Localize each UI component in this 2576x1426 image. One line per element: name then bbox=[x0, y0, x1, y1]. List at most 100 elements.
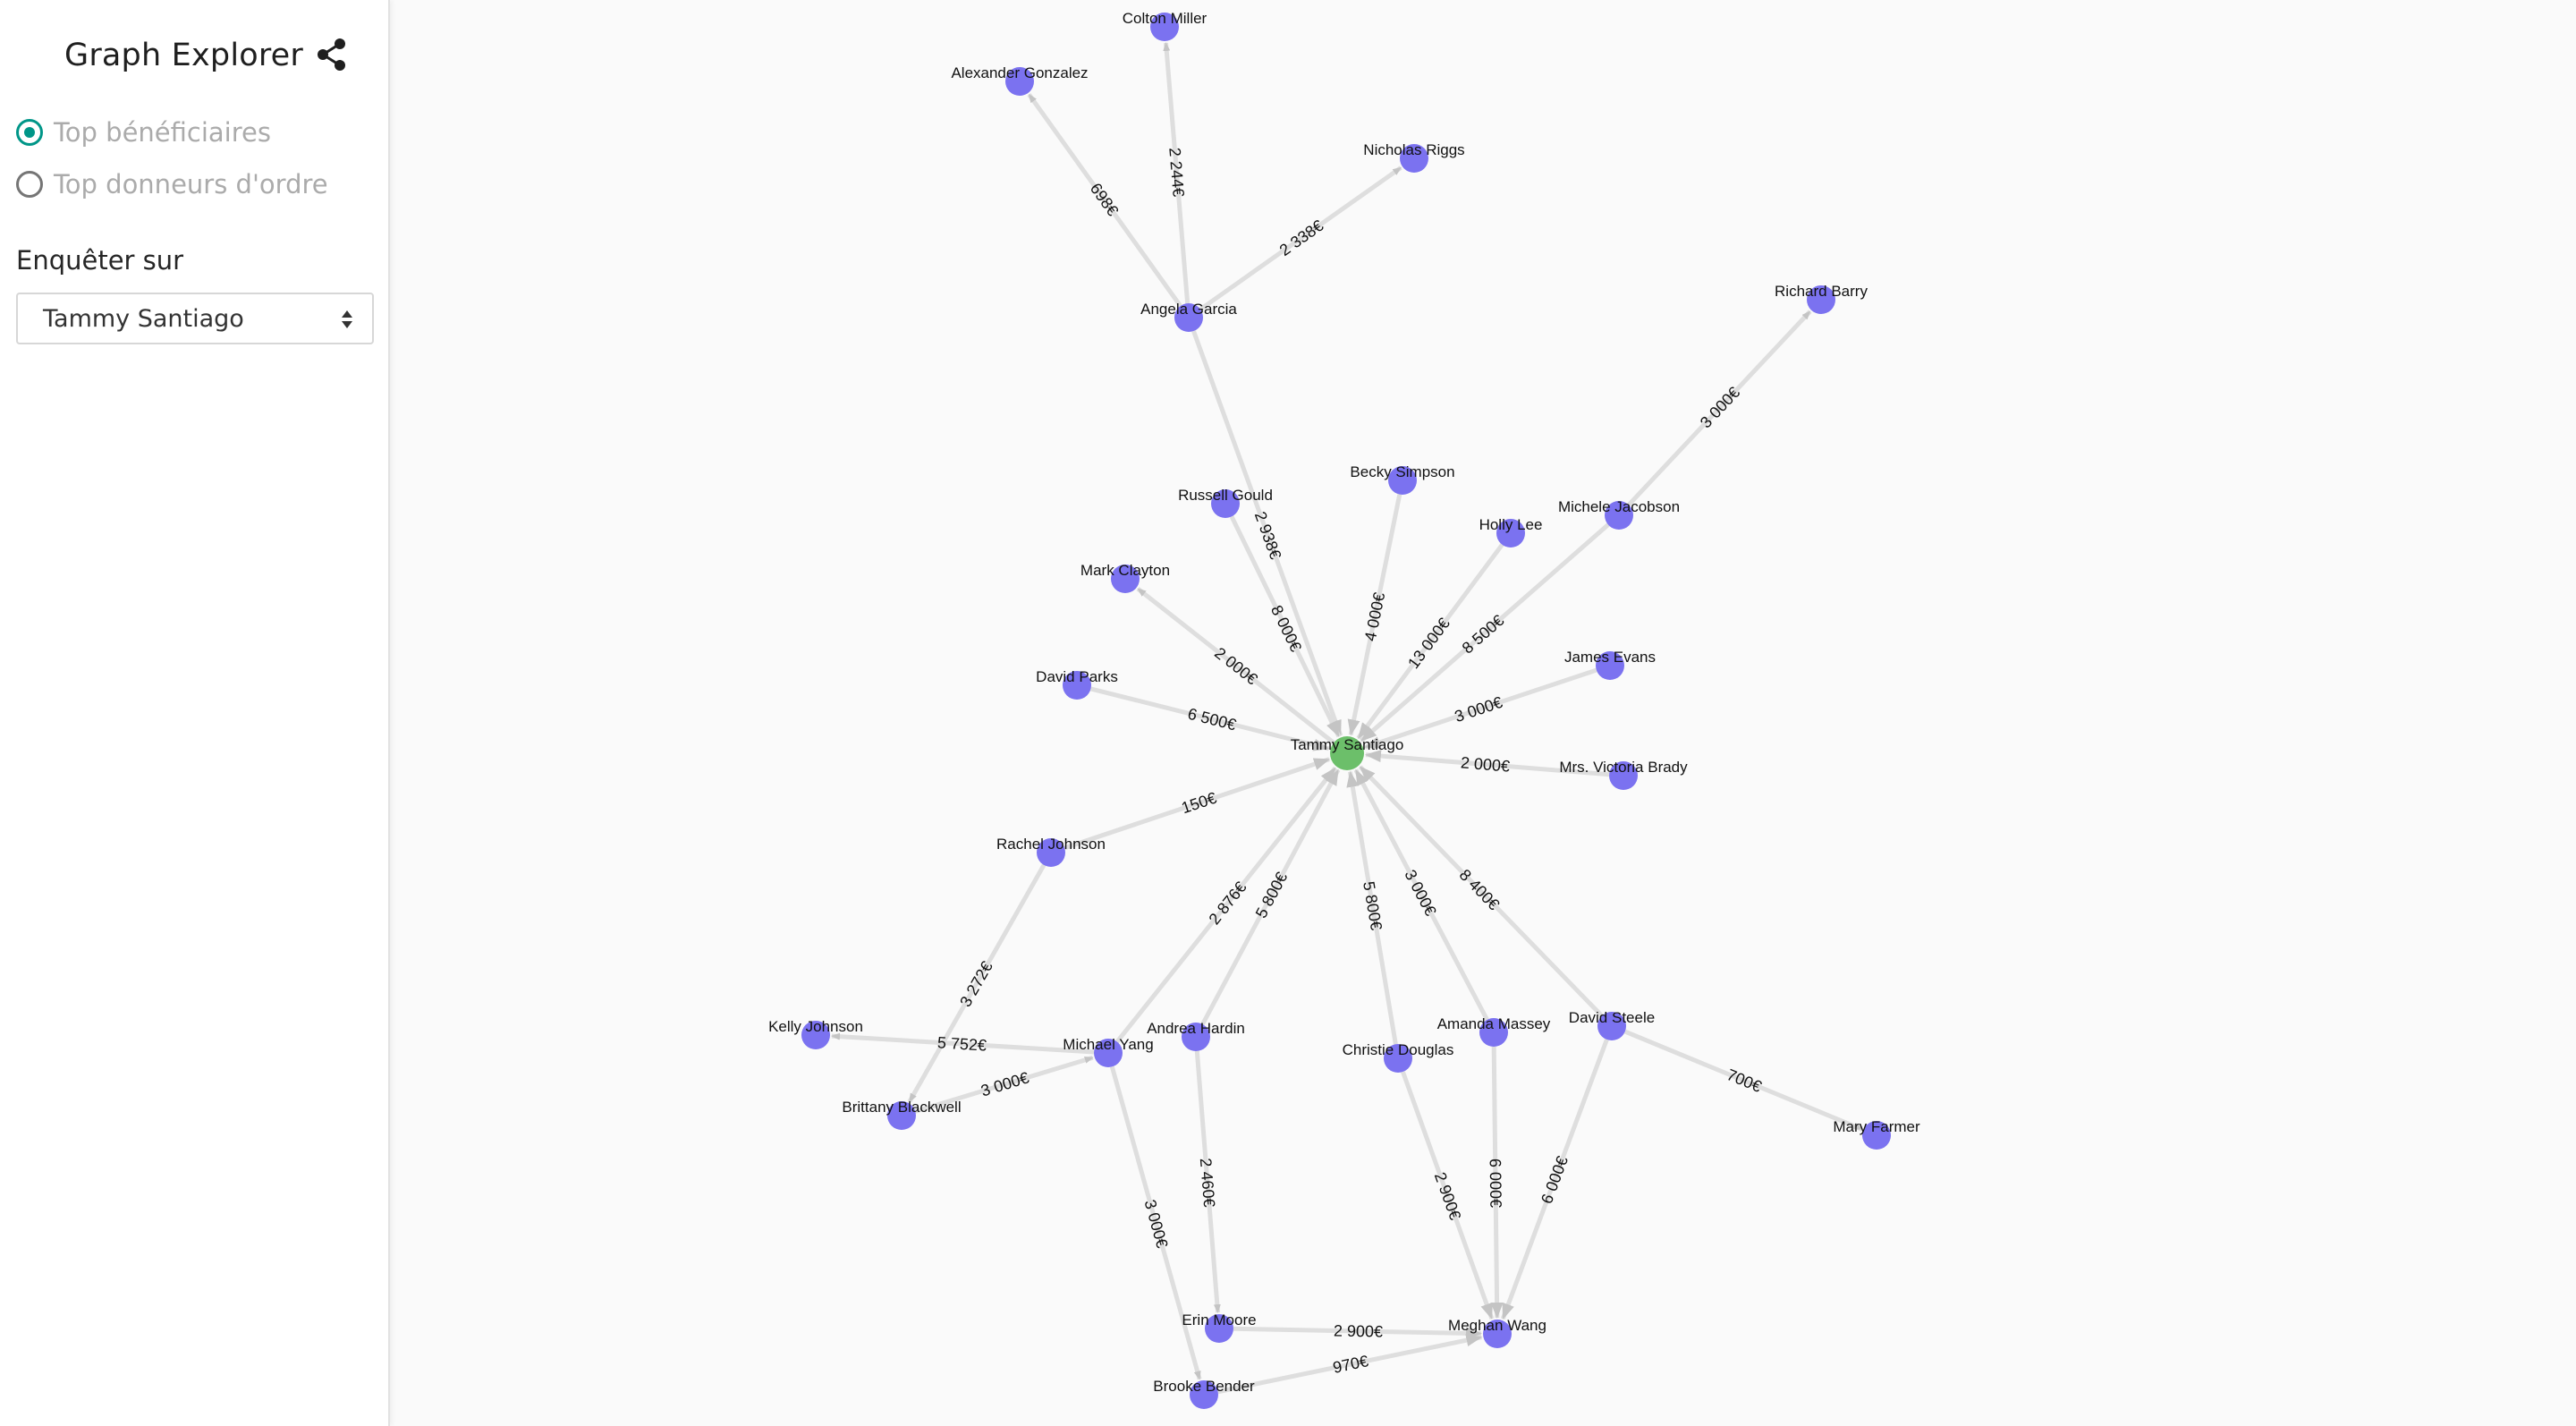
edge-michael-brooke[interactable] bbox=[1109, 1065, 1202, 1380]
edge-victoria-tammy[interactable] bbox=[1364, 750, 1610, 777]
radio-unchecked-icon[interactable] bbox=[16, 171, 43, 198]
graph-node-becky[interactable]: Becky Simpson bbox=[1350, 463, 1455, 495]
node-circle[interactable] bbox=[1496, 519, 1525, 547]
radio-top-donneurs[interactable]: Top donneurs d'ordre bbox=[16, 165, 328, 204]
graph-node-rachel[interactable]: Rachel Johnson bbox=[996, 836, 1106, 867]
edge-becky-tammy[interactable] bbox=[1347, 494, 1402, 736]
radio-top-beneficiaires[interactable]: Top bénéficiaires bbox=[16, 113, 271, 152]
node-circle[interactable] bbox=[1094, 1039, 1123, 1067]
edge-angela-tammy[interactable] bbox=[1191, 330, 1343, 737]
node-circle[interactable] bbox=[1205, 1314, 1233, 1343]
edge-brooke-meghan[interactable] bbox=[1217, 1334, 1483, 1395]
graph-node-david_steele[interactable]: David Steele bbox=[1569, 1009, 1655, 1040]
graph-node-meghan[interactable]: Meghan Wang bbox=[1448, 1317, 1546, 1348]
node-circle[interactable] bbox=[1150, 13, 1179, 41]
edge-amanda-tammy[interactable] bbox=[1353, 768, 1489, 1022]
node-circle[interactable] bbox=[801, 1021, 830, 1049]
graph-node-erin[interactable]: Erin Moore bbox=[1182, 1311, 1257, 1343]
graph-node-andrea[interactable]: Andrea Hardin bbox=[1147, 1020, 1245, 1051]
radio-checked-icon[interactable] bbox=[16, 119, 43, 146]
edge-michael-kelly[interactable] bbox=[830, 1032, 1095, 1055]
edge-amount-label: 2 460€ bbox=[1197, 1158, 1218, 1208]
node-circle[interactable] bbox=[1211, 489, 1240, 518]
edge-angela-colton[interactable] bbox=[1163, 41, 1191, 304]
edge-amount-label: 150€ bbox=[1179, 789, 1218, 818]
node-circle[interactable] bbox=[1483, 1320, 1512, 1348]
graph-node-mary[interactable]: Mary Farmer bbox=[1833, 1118, 1920, 1150]
graph-node-brooke[interactable]: Brooke Bender bbox=[1153, 1378, 1255, 1409]
node-label: Meghan Wang bbox=[1448, 1317, 1546, 1334]
node-circle[interactable] bbox=[1609, 761, 1638, 790]
graph-node-david_parks[interactable]: David Parks bbox=[1036, 668, 1118, 700]
node-circle[interactable] bbox=[1605, 501, 1633, 530]
node-circle[interactable] bbox=[1596, 651, 1624, 680]
edge-rachel-tammy[interactable] bbox=[1063, 757, 1331, 851]
edge-david_parks-tammy[interactable] bbox=[1089, 686, 1330, 751]
edge-angela-nicholas[interactable] bbox=[1199, 166, 1402, 311]
edge-david_steele-tammy[interactable] bbox=[1358, 765, 1604, 1018]
graph-node-alexander[interactable]: Alexander Gonzalez bbox=[951, 64, 1089, 96]
node-circle[interactable] bbox=[1597, 1012, 1626, 1040]
node-circle[interactable] bbox=[1182, 1023, 1210, 1051]
graph-node-christie[interactable]: Christie Douglas bbox=[1343, 1041, 1454, 1073]
edge-amount-label: 2 000€ bbox=[1460, 753, 1510, 775]
graph-node-holly[interactable]: Holly Lee bbox=[1479, 516, 1543, 547]
node-circle[interactable] bbox=[1384, 1044, 1412, 1073]
graph-canvas[interactable]: 2 244€698€2 338€2 938€3 000€8 000€4 000€… bbox=[390, 0, 2576, 1426]
graph-node-russell[interactable]: Russell Gould bbox=[1178, 487, 1273, 518]
graph-node-kelly[interactable]: Kelly Johnson bbox=[768, 1018, 863, 1049]
node-circle[interactable] bbox=[1005, 67, 1034, 96]
edge-russell-tammy[interactable] bbox=[1229, 515, 1342, 738]
node-circle[interactable] bbox=[1063, 671, 1091, 700]
edge-amount-label: 970€ bbox=[1331, 1352, 1369, 1377]
edge-erin-meghan[interactable] bbox=[1233, 1326, 1483, 1340]
edge-michele-tammy[interactable] bbox=[1360, 522, 1610, 743]
edge-rachel-brittany[interactable] bbox=[907, 863, 1046, 1103]
node-circle[interactable] bbox=[1400, 144, 1428, 173]
graph-node-mark[interactable]: Mark Clayton bbox=[1080, 562, 1170, 593]
edge-brittany-michael[interactable] bbox=[914, 1055, 1094, 1114]
edge-angela-alexander[interactable] bbox=[1027, 93, 1182, 308]
node-circle[interactable] bbox=[887, 1101, 916, 1130]
edge-andrea-erin[interactable] bbox=[1194, 1050, 1221, 1314]
edge-tammy-mark[interactable] bbox=[1136, 587, 1337, 747]
person-select[interactable]: Tammy Santiago bbox=[16, 293, 374, 344]
graph-node-michael[interactable]: Michael Yang bbox=[1063, 1036, 1154, 1067]
transaction-graph[interactable]: 2 244€698€2 338€2 938€3 000€8 000€4 000€… bbox=[390, 0, 2576, 1426]
edge-amanda-meghan[interactable] bbox=[1490, 1046, 1504, 1320]
node-circle[interactable] bbox=[1388, 466, 1417, 495]
graph-node-colton[interactable]: Colton Miller bbox=[1123, 10, 1208, 41]
node-circle[interactable] bbox=[1807, 285, 1835, 314]
node-circle[interactable] bbox=[1862, 1121, 1891, 1150]
edge-andrea-tammy[interactable] bbox=[1200, 768, 1341, 1026]
edge-michele-richard[interactable] bbox=[1627, 310, 1812, 507]
edge-amount-label: 6 000€ bbox=[1538, 1154, 1572, 1207]
edge-christie-tammy[interactable] bbox=[1346, 770, 1398, 1045]
node-circle[interactable] bbox=[1479, 1018, 1508, 1047]
graph-node-james[interactable]: James Evans bbox=[1564, 649, 1656, 680]
graph-node-richard[interactable]: Richard Barry bbox=[1775, 283, 1868, 314]
graph-node-amanda[interactable]: Amanda Massey bbox=[1437, 1015, 1551, 1047]
graph-node-angela[interactable]: Angela Garcia bbox=[1140, 301, 1237, 332]
graph-node-brittany[interactable]: Brittany Blackwell bbox=[842, 1099, 962, 1130]
graph-node-nicholas[interactable]: Nicholas Riggs bbox=[1363, 141, 1465, 173]
graph-node-michele[interactable]: Michele Jacobson bbox=[1558, 498, 1680, 530]
node-circle[interactable] bbox=[1037, 838, 1065, 867]
node-circle[interactable] bbox=[1111, 564, 1140, 593]
edge-christie-meghan[interactable] bbox=[1401, 1071, 1495, 1320]
share-icon[interactable] bbox=[314, 36, 350, 75]
node-circle[interactable] bbox=[1190, 1380, 1218, 1409]
graph-node-tammy[interactable]: Tammy Santiago bbox=[1291, 736, 1404, 770]
edge-david_steele-meghan[interactable] bbox=[1500, 1039, 1609, 1320]
node-label: Russell Gould bbox=[1178, 487, 1273, 504]
edge-amount-label: 2 900€ bbox=[1334, 1321, 1383, 1340]
edge-david_steele-mary[interactable] bbox=[1623, 1029, 1863, 1132]
edge-holly-tammy[interactable] bbox=[1356, 543, 1504, 740]
node-circle[interactable] bbox=[1330, 736, 1364, 770]
edge-amount-label: 6 500€ bbox=[1186, 705, 1238, 734]
node-circle[interactable] bbox=[1174, 303, 1203, 332]
edge-amount-label: 8 500€ bbox=[1459, 611, 1508, 657]
graph-node-victoria[interactable]: Mrs. Victoria Brady bbox=[1559, 759, 1688, 790]
edge-michael-tammy[interactable] bbox=[1115, 766, 1337, 1044]
edge-james-tammy[interactable] bbox=[1363, 667, 1597, 750]
